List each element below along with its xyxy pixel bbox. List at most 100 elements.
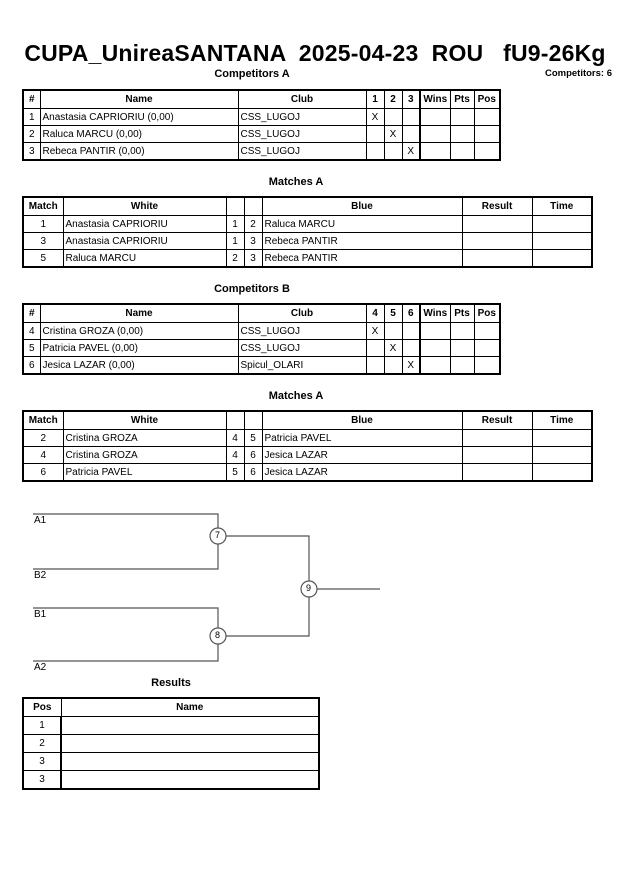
cell-white: Raluca MARCU — [62, 249, 227, 268]
table-row: 1 Anastasia CAPRIORIU 1 2 Raluca MARCU — [22, 215, 593, 233]
table-header-row: Match White Blue Result Time — [22, 196, 593, 216]
competitors-a-table: # Name Club 1 2 3 Wins Pts Pos 1 Anastas… — [22, 89, 501, 161]
cell-match: 5 — [22, 249, 64, 268]
col-header-name: Name — [39, 89, 239, 109]
cell-blue: Rebeca PANTIR — [261, 232, 463, 250]
cell-mark-2: X — [383, 125, 403, 143]
cell-white: Anastasia CAPRIORIU — [62, 215, 227, 233]
bracket-line-a2 — [33, 644, 219, 662]
cell-mark-1 — [365, 339, 385, 357]
cell-club: CSS_LUGOJ — [237, 125, 367, 143]
cell-time — [531, 249, 593, 268]
cell-time — [531, 232, 593, 250]
cell-num: 5 — [22, 339, 41, 357]
cell-result — [461, 446, 533, 464]
cell-white-num: 4 — [225, 446, 245, 464]
cell-name: Jesica LAZAR (0,00) — [39, 356, 239, 375]
cell-blue-num: 3 — [243, 249, 263, 268]
cell-result — [461, 232, 533, 250]
col-header-num: # — [22, 89, 41, 109]
cell-time — [531, 446, 593, 464]
bracket-seed-a2: A2 — [34, 662, 47, 673]
cell-club: CSS_LUGOJ — [237, 108, 367, 126]
cell-pts — [449, 142, 475, 161]
col-header-m2: 2 — [383, 89, 403, 109]
cell-mark-3 — [401, 125, 421, 143]
table-row: 2 Cristina GROZA 4 5 Patricia PAVEL — [22, 429, 593, 447]
cell-name: Rebeca PANTIR (0,00) — [39, 142, 239, 161]
bracket-line-b1 — [33, 607, 219, 628]
col-header-pos: Pos — [473, 89, 501, 109]
cell-blue: Raluca MARCU — [261, 215, 463, 233]
bracket-line-node7-to-node9 — [226, 535, 310, 581]
cell-name: Cristina GROZA (0,00) — [39, 322, 239, 340]
cell-name — [60, 770, 320, 790]
cell-num: 4 — [22, 322, 41, 340]
bracket-seed-b2: B2 — [34, 570, 47, 581]
col-header-pts: Pts — [449, 303, 475, 323]
col-header-name: Name — [60, 697, 320, 717]
cell-result — [461, 429, 533, 447]
col-header-m2: 5 — [383, 303, 403, 323]
cell-pts — [449, 322, 475, 340]
competitors-a-caption: Competitors A — [214, 68, 290, 80]
table-row: 6 Jesica LAZAR (0,00) Spicul_OLARI X — [22, 356, 501, 375]
cell-num: 6 — [22, 356, 41, 375]
table-row: 4 Cristina GROZA (0,00) CSS_LUGOJ X — [22, 322, 501, 340]
cell-blue-num: 2 — [243, 215, 263, 233]
cell-pts — [449, 339, 475, 357]
table-row: 1 — [22, 716, 320, 735]
cell-mark-2: X — [383, 339, 403, 357]
cell-mark-3 — [401, 108, 421, 126]
cell-pts — [449, 108, 475, 126]
bracket-seed-b1: B1 — [34, 609, 47, 620]
matches-b-table: Match White Blue Result Time 2 Cristina … — [22, 410, 593, 482]
table-row: 3 — [22, 752, 320, 771]
cell-time — [531, 463, 593, 482]
cell-time — [531, 215, 593, 233]
cell-wins — [419, 125, 451, 143]
col-header-name: Name — [39, 303, 239, 323]
cell-blue: Jesica LAZAR — [261, 446, 463, 464]
cell-mark-2 — [383, 108, 403, 126]
cell-club: CSS_LUGOJ — [237, 142, 367, 161]
bracket-node-circle-8 — [209, 627, 227, 645]
table-row: 4 Cristina GROZA 4 6 Jesica LAZAR — [22, 446, 593, 464]
table-row: 2 — [22, 734, 320, 753]
col-header-blue-num — [243, 410, 263, 430]
cell-mark-3 — [401, 339, 421, 357]
col-header-blue-num — [243, 196, 263, 216]
bracket-node-label-8: 8 — [215, 630, 221, 640]
cell-pos: 2 — [22, 734, 62, 753]
bracket-line-a1 — [33, 513, 219, 528]
cell-name — [60, 716, 320, 735]
cell-pos: 3 — [22, 770, 62, 790]
cell-white-num: 1 — [225, 215, 245, 233]
cell-pos — [473, 108, 501, 126]
matches-a-caption: Matches A — [268, 176, 324, 188]
cell-mark-1: X — [365, 322, 385, 340]
col-header-club: Club — [237, 89, 367, 109]
cell-num: 2 — [22, 125, 41, 143]
table-row: 1 Anastasia CAPRIORIU (0,00) CSS_LUGOJ X — [22, 108, 501, 126]
table-row: 5 Patricia PAVEL (0,00) CSS_LUGOJ X — [22, 339, 501, 357]
cell-match: 3 — [22, 232, 64, 250]
col-header-result: Result — [461, 410, 533, 430]
table-header-row: Pos Name — [22, 697, 320, 717]
cell-white-num: 5 — [225, 463, 245, 482]
col-header-wins: Wins — [419, 89, 451, 109]
cell-mark-1 — [365, 356, 385, 375]
cell-white-num: 1 — [225, 232, 245, 250]
elimination-bracket: 7 8 9 A1 B2 B1 A2 — [0, 495, 630, 685]
cell-pos — [473, 356, 501, 375]
cell-blue-num: 6 — [243, 463, 263, 482]
cell-mark-1 — [365, 142, 385, 161]
cell-blue-num: 3 — [243, 232, 263, 250]
bracket-svg — [33, 513, 380, 662]
cell-name: Raluca MARCU (0,00) — [39, 125, 239, 143]
col-header-match: Match — [22, 196, 64, 216]
bracket-line-node8-to-node9 — [226, 597, 310, 637]
results-caption: Results — [151, 677, 191, 689]
cell-match: 1 — [22, 215, 64, 233]
col-header-result: Result — [461, 196, 533, 216]
